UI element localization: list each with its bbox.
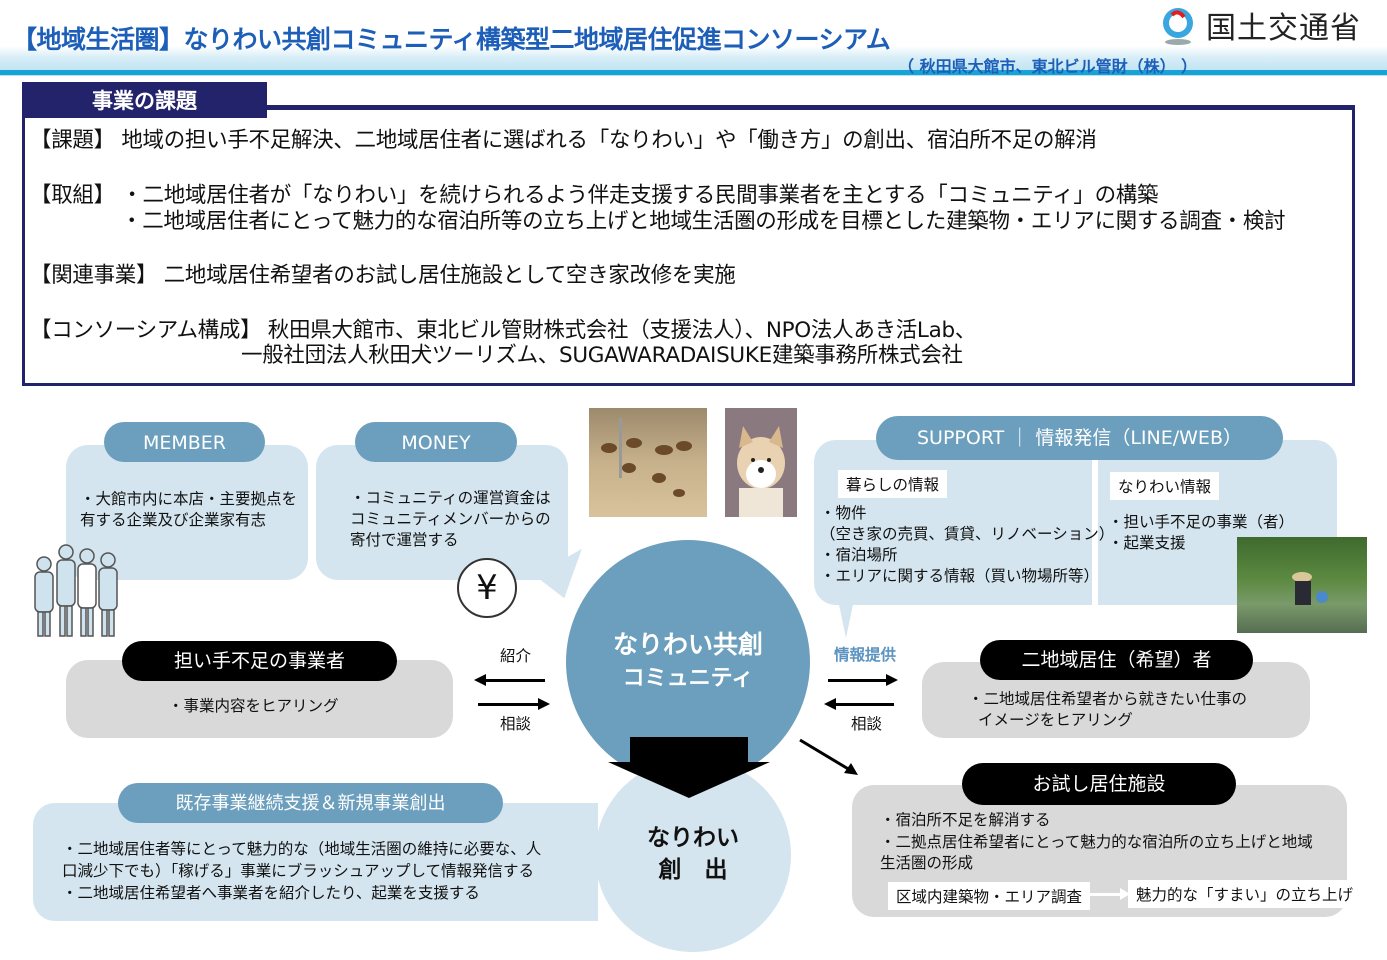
work-info-item: ・起業支援	[1108, 534, 1186, 552]
life-info-list: ・物件 （空き家の売買、賃貸、リノベーション） ・宿泊場所 ・エリアに関する情報…	[820, 503, 1114, 587]
existing-text-line: ・二地域居住希望者へ事業者を紹介したり、起業を支援する	[62, 884, 480, 902]
outcome-label: なりわい 創 出	[595, 822, 791, 886]
support-label: SUPPORT ｜ 情報発信（LINE/WEB）	[876, 416, 1283, 460]
community-label-line: コミュニティ	[622, 666, 754, 691]
step-arrow-head	[1120, 888, 1130, 900]
trial-step-survey: 区域内建築物・エリア調査	[888, 882, 1091, 910]
life-info-title: 暮らしの情報	[838, 470, 948, 498]
businesses-label: 担い手不足の事業者	[122, 641, 397, 681]
trial-step-housing: 魅力的な「すまい」の立ち上げ	[1128, 880, 1362, 908]
life-info-item: ・宿泊場所	[820, 546, 898, 564]
trial-text-line: 生活圏の形成	[880, 854, 974, 872]
down-arrow-shaft	[630, 737, 748, 763]
residents-text: ・二地域居住希望者から就きたい仕事の イメージをヒアリング	[968, 689, 1247, 731]
akita-dog-photo	[725, 408, 797, 517]
arrow-left	[482, 679, 545, 682]
work-info-item: ・担い手不足の事業（者）	[1108, 513, 1295, 531]
introduce-label: 紹介	[500, 647, 532, 665]
arrow-right	[478, 703, 540, 706]
residents-text-line: ・二地域居住希望者から就きたい仕事の	[968, 690, 1248, 708]
info-provision-label: 情報提供	[834, 646, 897, 664]
support-bubble-tail	[838, 600, 854, 638]
yen-icon: ¥	[457, 558, 517, 618]
consortium-line: 【コンソーシアム構成】 秋田県大館市、東北ビル管財株式会社（支援法人）、NPO法…	[30, 318, 977, 343]
consult-label: 相談	[851, 715, 883, 733]
money-text-line: コミュニティメンバーからの	[350, 510, 551, 528]
header-rule	[0, 70, 1387, 75]
trial-label: お試し居住施設	[962, 763, 1236, 805]
chickens-photo	[589, 408, 707, 517]
related-line: 【関連事業】 二地域居住希望者のお試し居住施設として空き家改修を実施	[30, 263, 736, 288]
page-subtitle: （ 秋田県大館市、東北ビル管財（株） ）	[898, 57, 1198, 76]
trial-text-line: ・二拠点居住希望者にとって魅力的な宿泊所の立ち上げと地域	[880, 833, 1313, 851]
life-info-item: （空き家の売買、賃貸、リノベーション）	[820, 525, 1115, 543]
trial-text: ・宿泊所不足を解消する ・二拠点居住希望者にとって魅力的な宿泊所の立ち上げと地域	[880, 809, 1313, 853]
existing-text-line: 口減少下でも）「稼げる」事業にブラッシュアップして情報発信する	[62, 862, 534, 880]
member-text: ・大館市内に本店・主要拠点を 有する企業及び企業家有志	[80, 489, 297, 531]
logo-text: 国土交通省	[1206, 11, 1361, 46]
initiative-line: ・二地域居住者にとって魅力的な宿泊所等の立ち上げと地域生活圏の形成を目標とした建…	[121, 209, 1286, 234]
mlit-emblem-icon	[1158, 5, 1198, 45]
outcome-label-line: なりわい	[647, 825, 739, 851]
money-text-line: 寄付で運営する	[350, 531, 459, 549]
issues-tab: 事業の課題	[22, 82, 267, 118]
field-work-photo	[1237, 537, 1367, 633]
community-label-line: なりわい共創	[612, 630, 763, 659]
existing-label: 既存事業継続支援＆新規事業創出	[118, 783, 503, 823]
work-info-title: なりわい情報	[1110, 472, 1220, 500]
arrow-right-head	[538, 698, 550, 710]
life-info-item: ・物件	[820, 504, 867, 522]
residents-label: 二地域居住（希望）者	[980, 640, 1253, 680]
initiative-line: 【取組】 ・二地域居住者が「なりわい」を続けられるよう伴走支援する民間事業者を主…	[30, 183, 1159, 208]
step-arrow	[1082, 893, 1122, 896]
consult-label: 相談	[500, 715, 532, 733]
money-text: ・コミュニティの運営資金は コミュニティメンバーからの 寄付で運営する	[350, 488, 551, 551]
money-text-line: ・コミュニティの運営資金は	[350, 489, 551, 507]
arrow-right-head	[886, 674, 898, 686]
consortium-line: 一般社団法人秋田犬ツーリズム、SUGAWARADAISUKE建築事務所株式会社	[241, 343, 963, 368]
people-icon	[30, 540, 122, 640]
businesses-text: ・事業内容をヒアリング	[168, 697, 339, 715]
outcome-label-line: 創 出	[658, 857, 728, 883]
arrow-right	[828, 679, 888, 682]
down-arrow-head	[608, 762, 770, 798]
money-label: MONEY	[355, 422, 517, 462]
existing-text: ・二地域居住者等にとって魅力的な（地域生活圏の維持に必要な、人 口減少下でも）「…	[62, 838, 541, 904]
mlit-logo: 国土交通省	[1158, 4, 1383, 46]
community-label: なりわい共創 コミュニティ	[566, 628, 810, 696]
diagonal-arrow	[798, 738, 862, 778]
issue-line: 【課題】 地域の担い手不足解決、二地域居住者に選ばれる「なりわい」や「働き方」の…	[30, 128, 1097, 153]
member-text-line: ・大館市内に本店・主要拠点を	[80, 490, 298, 508]
support-divider	[1092, 455, 1098, 605]
residents-text-line: イメージをヒアリング	[978, 711, 1133, 729]
existing-text-line: ・二地域居住者等にとって魅力的な（地域生活圏の維持に必要な、人	[62, 840, 542, 858]
member-label: MEMBER	[104, 422, 265, 462]
issues-box	[22, 105, 1355, 386]
arrow-left	[834, 703, 894, 706]
work-info-list: ・担い手不足の事業（者） ・起業支援	[1108, 512, 1294, 554]
page-title: 【地域生活圏】なりわい共創コミュニティ構築型二地域居住促進コンソーシアム	[12, 25, 891, 54]
arrow-left-head	[824, 698, 836, 710]
arrow-left-head	[474, 674, 486, 686]
trial-text-line: ・宿泊所不足を解消する	[880, 811, 1051, 829]
money-bubble	[316, 445, 568, 580]
life-info-item: ・エリアに関する情報（買い物場所等）	[820, 567, 1100, 585]
member-text-line: 有する企業及び企業家有志	[80, 511, 267, 529]
